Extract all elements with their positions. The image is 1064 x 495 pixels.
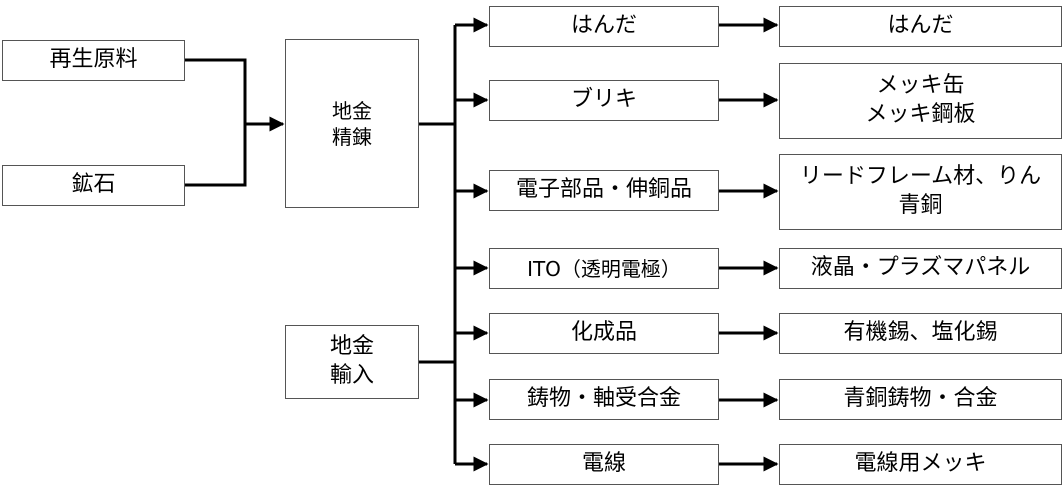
import-line-2: 輸入 bbox=[329, 363, 374, 388]
ore-label: 鉱石 bbox=[71, 172, 116, 198]
use-label: はんだ bbox=[570, 13, 637, 39]
connector-ore bbox=[185, 124, 247, 187]
product-line: メッキ鋼板 bbox=[865, 102, 976, 127]
use-box-chemicals: 化成品 bbox=[489, 313, 719, 354]
use-box-solder: はんだ bbox=[489, 6, 719, 47]
use-box-electronics: 電子部品・伸銅品 bbox=[489, 170, 719, 211]
recycled-material-box: 再生原料 bbox=[2, 40, 185, 81]
product-line: はんだ bbox=[887, 13, 954, 39]
use-label: 化成品 bbox=[570, 320, 637, 346]
product-line: 青銅 bbox=[898, 193, 943, 218]
smelting-line-1: 地金 bbox=[332, 98, 372, 123]
use-box-castings: 鋳物・軸受合金 bbox=[489, 379, 719, 420]
product-line: 有機錫、塩化錫 bbox=[843, 320, 998, 346]
product-line: 青銅鋳物・合金 bbox=[843, 386, 998, 412]
product-box-solder: はんだ bbox=[779, 6, 1062, 47]
use-box-tinplate: ブリキ bbox=[489, 80, 719, 121]
ingot-smelting-box: 地金 精錬 bbox=[285, 39, 419, 208]
product-line: メッキ缶 bbox=[876, 73, 965, 99]
product-line: 電線用メッキ bbox=[854, 451, 987, 477]
product-box-leadframe: リードフレーム材、りん 青銅 bbox=[779, 154, 1062, 230]
use-label: ブリキ bbox=[570, 87, 637, 113]
use-label: ITO（透明電極） bbox=[527, 256, 681, 281]
import-line-1: 地金 bbox=[329, 334, 374, 360]
ore-box: 鉱石 bbox=[2, 165, 185, 206]
product-line: 液晶・プラズマパネル bbox=[810, 255, 1031, 281]
product-box-bronze-casting: 青銅鋳物・合金 bbox=[779, 379, 1062, 420]
use-label: 電線 bbox=[581, 451, 626, 477]
recycled-material-label: 再生原料 bbox=[49, 47, 138, 73]
smelting-line-2: 精錬 bbox=[332, 124, 372, 149]
use-label: 鋳物・軸受合金 bbox=[526, 386, 681, 412]
use-label: 電子部品・伸銅品 bbox=[515, 177, 692, 203]
ingot-import-box: 地金 輸入 bbox=[285, 325, 419, 399]
product-box-panel: 液晶・プラズマパネル bbox=[779, 248, 1062, 289]
use-box-wire: 電線 bbox=[489, 444, 719, 485]
connector-recycled bbox=[185, 58, 247, 124]
use-box-ito: ITO（透明電極） bbox=[489, 248, 719, 289]
product-box-plated: メッキ缶 メッキ鋼板 bbox=[779, 63, 1062, 139]
product-box-wire-plating: 電線用メッキ bbox=[779, 444, 1062, 485]
product-line: リードフレーム材、りん bbox=[799, 164, 1042, 190]
product-box-organotin: 有機錫、塩化錫 bbox=[779, 313, 1062, 354]
